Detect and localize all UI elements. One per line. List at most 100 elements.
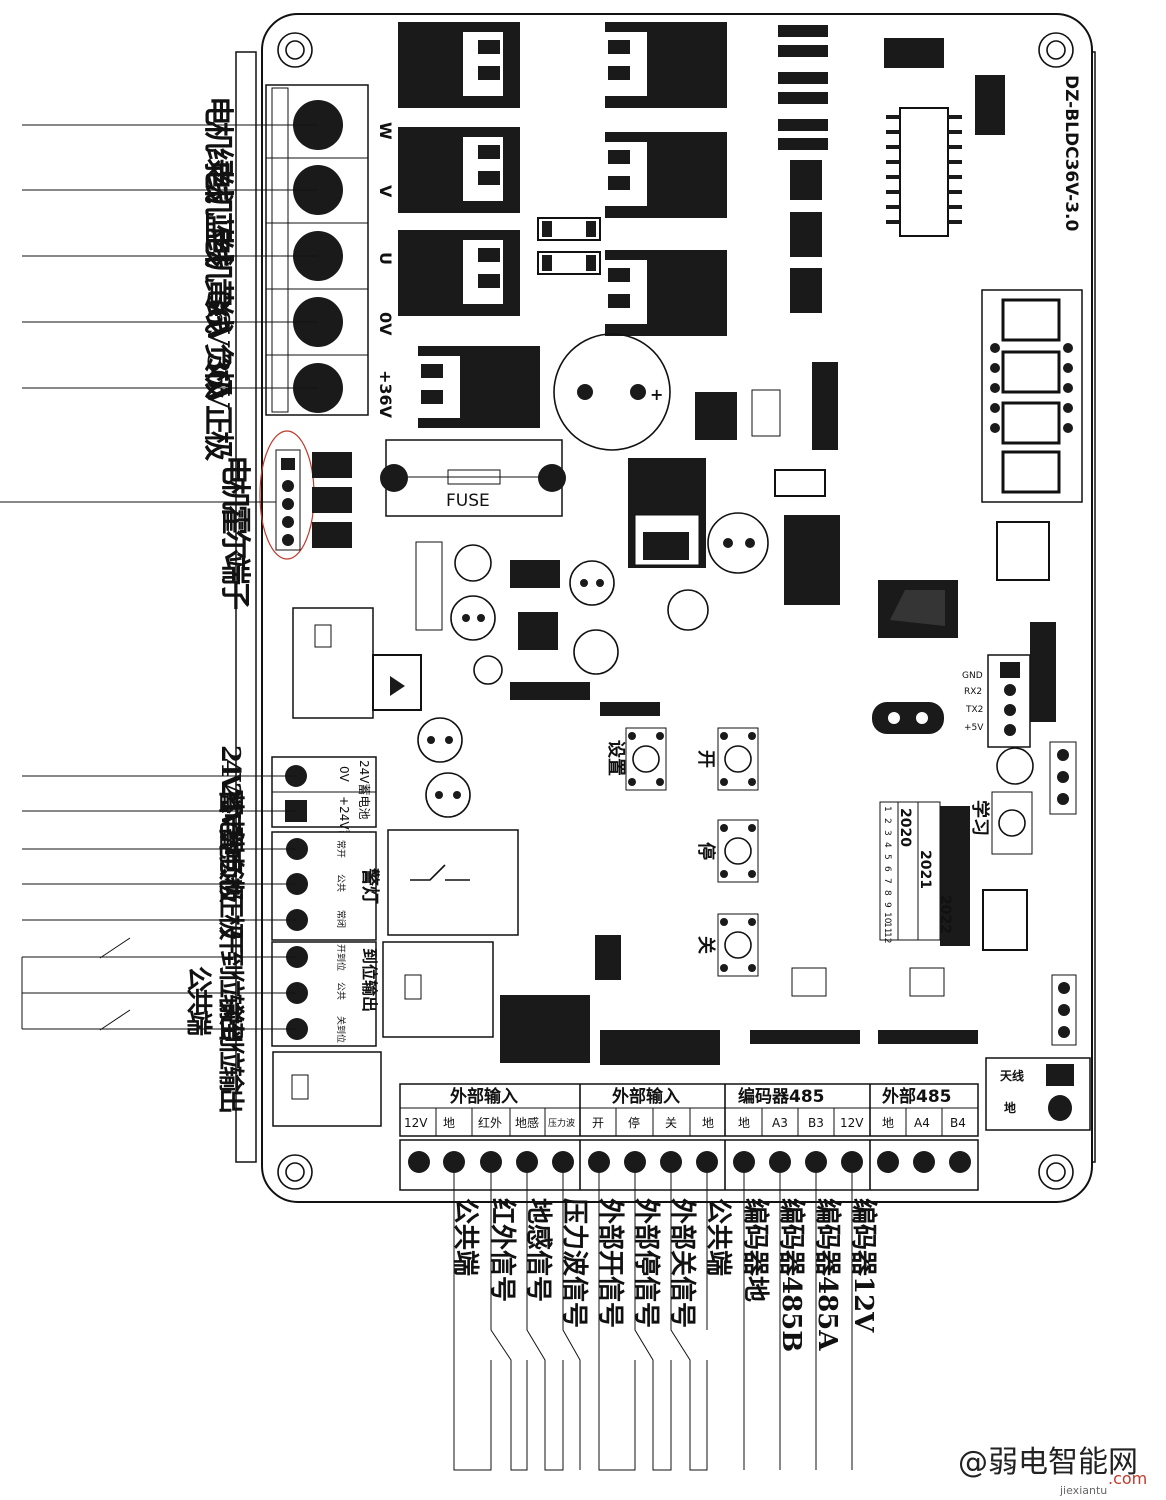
label-open-out: 开到位输出: [215, 928, 246, 1040]
svg-text:开: 开: [592, 1116, 604, 1130]
relay-k2: [387, 829, 519, 936]
bottom-terminal-block: [399, 1139, 979, 1191]
svg-text:停: 停: [695, 842, 717, 860]
battery-zero-mark: 0V: [337, 766, 351, 783]
mount-hole: [277, 1154, 313, 1190]
relay-k1: [292, 607, 374, 719]
svg-text:压力波: 压力波: [548, 1117, 575, 1129]
terminal-mark-v: V: [376, 185, 395, 198]
label-bottom-close: 外部关信号: [667, 1198, 697, 1328]
svg-text:4: 4: [882, 842, 892, 848]
position-pin-close: 关到位: [335, 1016, 347, 1043]
watermark-sub: jiexiantu: [1059, 1484, 1107, 1497]
svg-text:1: 1: [882, 806, 892, 812]
bulk-capacitor: +: [553, 333, 671, 451]
fuse-holder: FUSE: [380, 439, 566, 517]
button-setup: 设置: [605, 727, 667, 791]
mount-hole: [1038, 32, 1074, 68]
label-motor-yellow: 电机黄线: [200, 226, 235, 334]
terminal-mark-0v: 0V: [376, 312, 395, 336]
label-motor-green: 电机绿线: [200, 96, 235, 204]
svg-text:2020: 2020: [897, 808, 913, 847]
label-common: 公共端: [183, 966, 213, 1036]
label-36v-neg: 36V负极: [200, 290, 235, 399]
label-motor-blue: 电机蓝线: [200, 160, 235, 268]
watermark: @弱电智能网 jiexiantu .com: [958, 1445, 1147, 1497]
alarm-pin-nc: 常闭: [335, 910, 347, 928]
svg-text:11: 11: [882, 922, 892, 933]
button-stop: 停: [695, 819, 759, 883]
svg-text:停: 停: [628, 1115, 640, 1130]
button-learn: 学习: [969, 791, 1033, 855]
svg-text:2021: 2021: [917, 850, 933, 889]
label-encoder-485b: 编码器485B: [776, 1198, 807, 1352]
svg-text:2022: 2022: [937, 895, 953, 934]
svg-text:10: 10: [882, 912, 892, 924]
capacitors: [415, 512, 1034, 818]
power-terminal-block: [265, 84, 369, 416]
terminal-mark-36v: +36V: [376, 370, 395, 419]
svg-text:地: 地: [702, 1116, 714, 1130]
integrated-circuits: [518, 107, 1050, 997]
svg-text:A4: A4: [914, 1116, 930, 1130]
svg-text:开: 开: [695, 750, 716, 768]
svg-text:地: 地: [738, 1116, 750, 1130]
svg-text:12V: 12V: [840, 1116, 864, 1130]
label-bottom-pressure: 压力波信号: [559, 1198, 589, 1328]
label-bottom-common-1: 公共端: [450, 1198, 480, 1276]
crystal: [872, 702, 944, 734]
svg-text:B3: B3: [808, 1116, 824, 1130]
svg-text:B4: B4: [950, 1116, 966, 1130]
battery-mark: 24V蓄电池: [357, 760, 371, 819]
svg-text:设置: 设置: [605, 740, 626, 776]
antenna-terminal: 天线 地: [985, 1057, 1091, 1131]
label-close-out: 关到位输出: [215, 1000, 246, 1112]
label-encoder-gnd: 编码器地: [740, 1198, 771, 1302]
button-close: 关: [695, 913, 759, 977]
svg-text:天线: 天线: [1000, 1068, 1024, 1083]
svg-text:+: +: [650, 385, 663, 404]
svg-text:TX2: TX2: [965, 705, 983, 715]
svg-text:+5V: +5V: [964, 723, 984, 733]
svg-text:3: 3: [882, 830, 892, 836]
date-code-grid: 2020 2021 2022 1 2 3 4 5 6 7 8 9 10 11 1…: [879, 801, 953, 943]
svg-text:A3: A3: [772, 1116, 788, 1130]
svg-text:关: 关: [665, 1116, 677, 1130]
svg-text:6: 6: [882, 866, 892, 872]
alarm-pin-no: 常开: [335, 840, 347, 858]
mount-hole: [1038, 1154, 1074, 1190]
svg-text:GND: GND: [962, 671, 983, 681]
label-encoder-485a: 编码器485A: [812, 1198, 843, 1351]
board-model: DZ-BLDC36V-3.0: [1061, 75, 1081, 231]
relay-k4: [382, 941, 494, 1038]
right-edge-connector: [1049, 741, 1077, 1046]
svg-text:12V: 12V: [404, 1116, 428, 1130]
svg-text:8: 8: [882, 890, 892, 896]
svg-text:9: 9: [882, 902, 892, 908]
svg-text:地: 地: [1004, 1100, 1016, 1115]
label-hall: 电机霍尔端子: [217, 455, 252, 610]
watermark-main: @弱电智能网: [958, 1445, 1138, 1480]
serial-connector: GND RX2 TX2 +5V: [962, 654, 1031, 748]
bottom-wires: [453, 1173, 853, 1471]
group-title-2: 外部输入: [612, 1086, 680, 1107]
svg-text:地感: 地感: [515, 1115, 539, 1130]
position-pin-open: 开到位: [335, 944, 347, 971]
terminal-mark-u: U: [376, 252, 395, 265]
label-bottom-stop: 外部停信号: [631, 1198, 662, 1328]
bottom-terminal-header: 外部输入 外部输入 编码器485 外部485 12V 地 红外 地感 压力波 开…: [399, 1083, 979, 1137]
label-24v-neg: 24V蓄电池负极: [215, 745, 245, 904]
alarm-pin-com: 公共: [335, 874, 346, 892]
watermark-dotcom: .com: [1108, 1469, 1147, 1488]
position-pin-com: 公共: [335, 982, 346, 1000]
seven-segment-display: [981, 289, 1083, 503]
label-36v-pos: 36V正极: [200, 352, 235, 461]
fuse-label: FUSE: [446, 491, 490, 511]
svg-text:2: 2: [882, 818, 892, 824]
svg-text:关: 关: [695, 936, 717, 954]
left-wires: [0, 124, 318, 1031]
label-bottom-common-2: 公共端: [703, 1198, 733, 1276]
relay-k3: [272, 1051, 382, 1127]
svg-text:RX2: RX2: [964, 687, 982, 697]
